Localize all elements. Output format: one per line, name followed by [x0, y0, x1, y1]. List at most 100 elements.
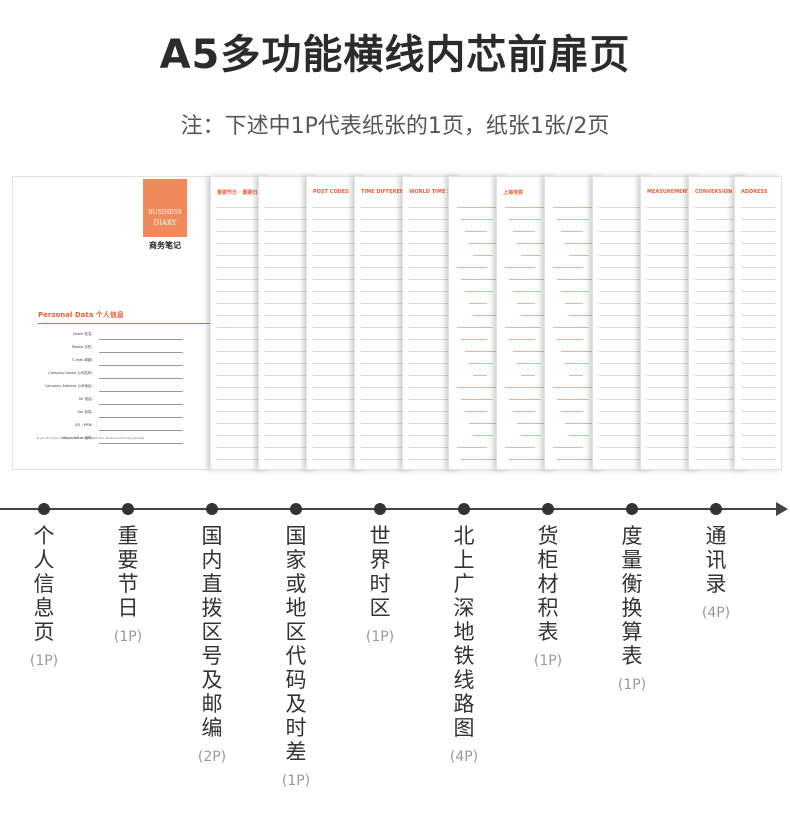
field-label: E-mail 邮箱： [72, 358, 95, 362]
field-underline [99, 430, 183, 431]
ruled-line [361, 423, 407, 424]
timeline-item: 个人信息页(1P) [30, 524, 58, 672]
ruled-line [409, 243, 455, 244]
ruled-line [313, 267, 359, 268]
timeline-page-count: (1P) [533, 653, 563, 669]
ruled-line [361, 291, 407, 292]
personal-data-field: Msnm letter 电邮： [33, 436, 203, 446]
ruled-line [217, 423, 263, 424]
ruled-line [599, 411, 645, 412]
personal-data-field: Mobile 手机： [33, 345, 203, 355]
timeline-page-count: (4P) [701, 605, 731, 621]
ruled-line [265, 423, 311, 424]
timeline-label: 度量衡换算表 [621, 524, 643, 668]
field-label: Msnm letter 电邮： [62, 436, 95, 440]
ruled-line [647, 267, 693, 268]
ruled-line [695, 351, 741, 352]
ruled-line [647, 207, 693, 208]
ruled-line [509, 459, 547, 460]
ruled-line [647, 303, 693, 304]
timeline-axis [0, 508, 776, 510]
timeline-dot [374, 503, 386, 515]
timeline-dot [542, 503, 554, 515]
ruled-line [599, 243, 645, 244]
field-underline [99, 391, 183, 392]
timeline-label: 重要节日 [117, 524, 139, 620]
ruled-line [409, 303, 455, 304]
ruled-line [265, 291, 311, 292]
ruled-line [695, 423, 741, 424]
business-diary-logo: BUSINESS DIARY [143, 179, 187, 237]
ruled-line [557, 339, 583, 340]
ruled-line [313, 231, 359, 232]
preview-page-heading: CONVERSION TABLES [695, 189, 747, 195]
ruled-line [509, 399, 541, 400]
ruled-line [465, 411, 487, 412]
ruled-line [313, 459, 359, 460]
timeline-label: 世界时区 [369, 524, 391, 620]
ruled-line [521, 315, 547, 316]
ruled-line [505, 447, 535, 448]
ruled-line [265, 411, 311, 412]
ruled-line [265, 255, 311, 256]
personal-data-field: E-mail 邮箱： [33, 358, 203, 368]
ruled-line [217, 459, 263, 460]
ruled-line [217, 243, 263, 244]
ruled-line [509, 219, 541, 220]
ruled-line [565, 423, 595, 424]
ruled-line [265, 375, 311, 376]
ruled-line [265, 243, 311, 244]
ruled-line [265, 231, 311, 232]
ruled-line [741, 291, 775, 292]
field-label: Fax 传真： [77, 410, 95, 414]
ruled-line [741, 459, 775, 460]
ruled-line [695, 387, 741, 388]
ruled-line [457, 387, 499, 388]
ruled-line [361, 255, 407, 256]
preview-page: ADDRESS [734, 176, 782, 470]
ruled-line [741, 267, 775, 268]
logo-line1: BUSINESS [148, 209, 182, 216]
timeline-dot [290, 503, 302, 515]
ruled-line [217, 291, 263, 292]
ruled-line [361, 411, 407, 412]
preview-page-heading: 上海地铁 [503, 190, 524, 196]
ruled-line [741, 255, 775, 256]
ruled-line [465, 351, 499, 352]
field-label: QQ / MSN： [74, 423, 95, 427]
ruled-line [695, 315, 741, 316]
ruled-line [741, 207, 775, 208]
timeline-item: 度量衡换算表 (1P) [618, 524, 646, 696]
ruled-line [695, 279, 741, 280]
timeline-item: 货柜材积表(1P) [534, 524, 562, 672]
ruled-line [517, 363, 541, 364]
ruled-line [409, 375, 455, 376]
ruled-line [647, 423, 693, 424]
personal-data-field: Name 姓名： [33, 332, 203, 342]
ruled-line [361, 279, 407, 280]
ruled-line [457, 447, 487, 448]
ruled-line [217, 435, 263, 436]
ruled-line [457, 207, 499, 208]
ruled-line [409, 363, 455, 364]
ruled-line [695, 255, 741, 256]
timeline-page-count: (1P) [617, 677, 647, 693]
ruled-line [517, 243, 547, 244]
ruled-line [409, 351, 455, 352]
ruled-line [217, 207, 263, 208]
field-underline [99, 443, 183, 444]
ruled-line [461, 459, 499, 460]
ruled-line [741, 387, 775, 388]
ruled-line [465, 231, 487, 232]
ruled-line [361, 399, 407, 400]
timeline-dot [710, 503, 722, 515]
preview-page-heading: WORLD TIME ZONE [409, 189, 462, 195]
timeline-arrow [776, 502, 788, 516]
ruled-line [695, 327, 741, 328]
timeline-page-count: (1P) [113, 629, 143, 645]
ruled-line [361, 267, 407, 268]
ruled-line [513, 351, 547, 352]
ruled-line [217, 303, 263, 304]
field-underline [99, 378, 183, 379]
ruled-line [313, 363, 359, 364]
